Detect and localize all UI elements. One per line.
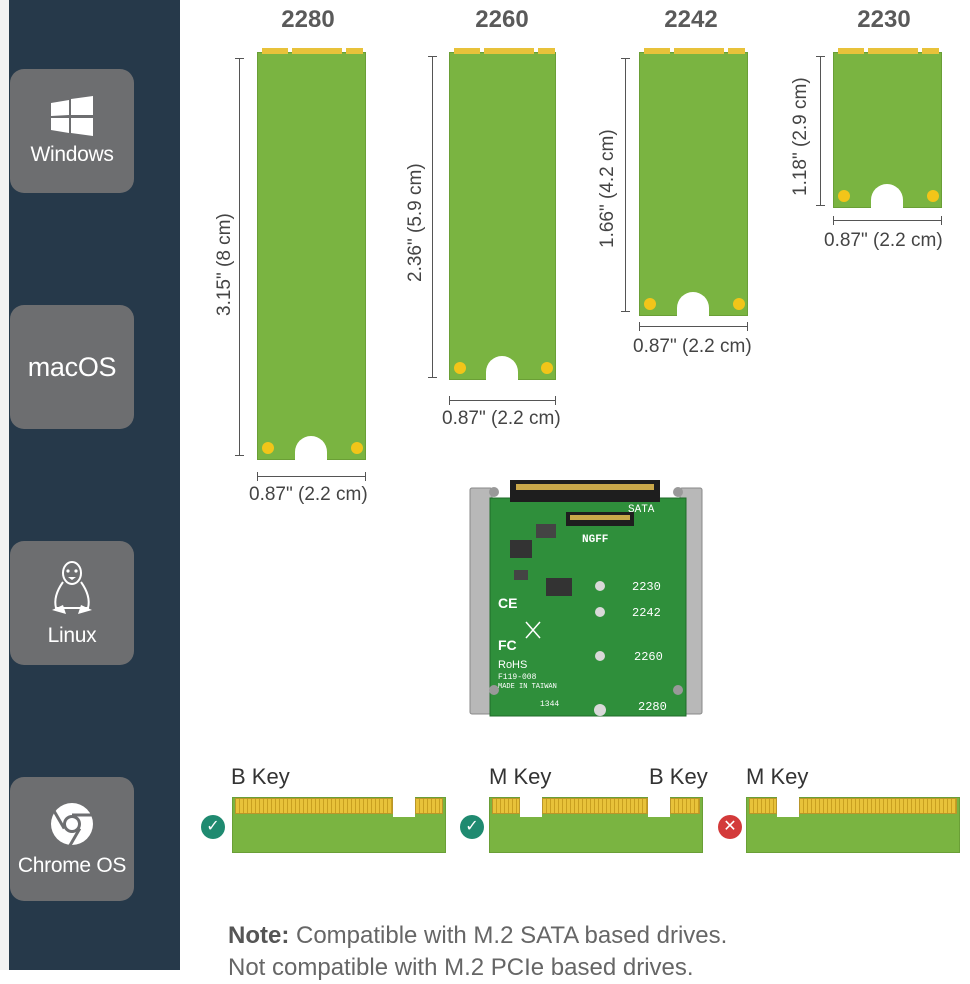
height-dimension-line [621,58,630,312]
note-line-1: Compatible with M.2 SATA based drives. [289,922,728,949]
key-label: M Key [746,764,809,789]
board-label-2280: 2280 [638,700,667,714]
board-label-2260: 2260 [634,650,663,664]
os-tile-windows: Windows [10,69,134,193]
key-label: B Key [649,764,708,789]
sidebar-edge [0,0,9,970]
note-line-2: Not compatible with M.2 PCIe based drive… [228,954,694,981]
key-label: B Key [231,764,290,789]
width-dimension-label: 0.87" (2.2 cm) [442,408,561,429]
height-dimension-line [816,56,825,206]
os-tile-chrome-os: Chrome OS [10,777,134,901]
compatible-check-icon: ✓ [460,815,484,839]
card-size-title: 2260 [475,6,529,33]
m-key-connector [746,797,960,853]
compatibility-note: Note: Compatible with M.2 SATA based dri… [228,920,727,984]
os-label: macOS [27,351,117,382]
note-bold-label: Note: [228,922,290,949]
board-label-2230: 2230 [632,580,661,594]
m2-card-2280 [257,48,366,460]
b-m-key-connector [489,797,703,853]
width-dimension-label: 0.87" (2.2 cm) [249,484,368,505]
adapter-board-image: SATA NGFF 2230 2242 2260 2280 CE FC RoHS… [469,480,703,717]
card-size-title: 2280 [281,6,335,33]
os-label: Chrome OS [17,854,127,877]
m2-card-2242 [639,48,748,316]
b-key-connector [232,797,446,853]
windows-icon [51,96,93,136]
height-dimension-line [235,58,244,456]
card-size-title: 2230 [857,6,911,33]
board-label-date-code: 1344 [540,700,559,709]
height-dimension-label: 1.66" (4.2 cm) [597,129,618,248]
board-label-model: F119-008 [498,673,537,682]
card-size-title: 2242 [664,6,718,33]
board-label-2242: 2242 [632,606,661,620]
weee-bin-icon [525,621,541,639]
width-dimension-line [449,396,556,405]
os-label: Windows [30,143,114,166]
os-tile-macos: macOS [10,305,134,429]
width-dimension-line [257,472,366,481]
m2-card-2260 [449,48,556,380]
width-dimension-line [833,216,942,225]
board-label-made-in: MADE IN TAIWAN [498,683,557,691]
os-label: Linux [47,624,97,647]
os-sidebar: Windows macOS Linux Chrome OS [0,0,180,970]
width-dimension-line [639,322,748,331]
height-dimension-line [428,56,437,378]
board-label-ngff: NGFF [582,534,608,546]
os-tile-linux: Linux [10,541,134,665]
height-dimension-label: 3.15" (8 cm) [214,213,235,316]
chrome-icon [51,803,93,847]
width-dimension-label: 0.87" (2.2 cm) [824,230,943,251]
ce-mark-icon: CE [498,595,517,611]
key-label: M Key [489,764,552,789]
board-label-sata: SATA [628,504,655,516]
width-dimension-label: 0.87" (2.2 cm) [633,336,752,357]
board-label-rohs: RoHS [498,659,527,671]
height-dimension-label: 2.36" (5.9 cm) [405,163,426,282]
height-dimension-label: 1.18" (2.9 cm) [790,77,811,196]
compatible-check-icon: ✓ [201,815,225,839]
m2-card-2230 [833,48,942,208]
tux-penguin-icon [52,561,92,614]
fcc-mark-icon: FC [498,637,517,653]
incompatible-x-icon: ✕ [718,815,742,839]
